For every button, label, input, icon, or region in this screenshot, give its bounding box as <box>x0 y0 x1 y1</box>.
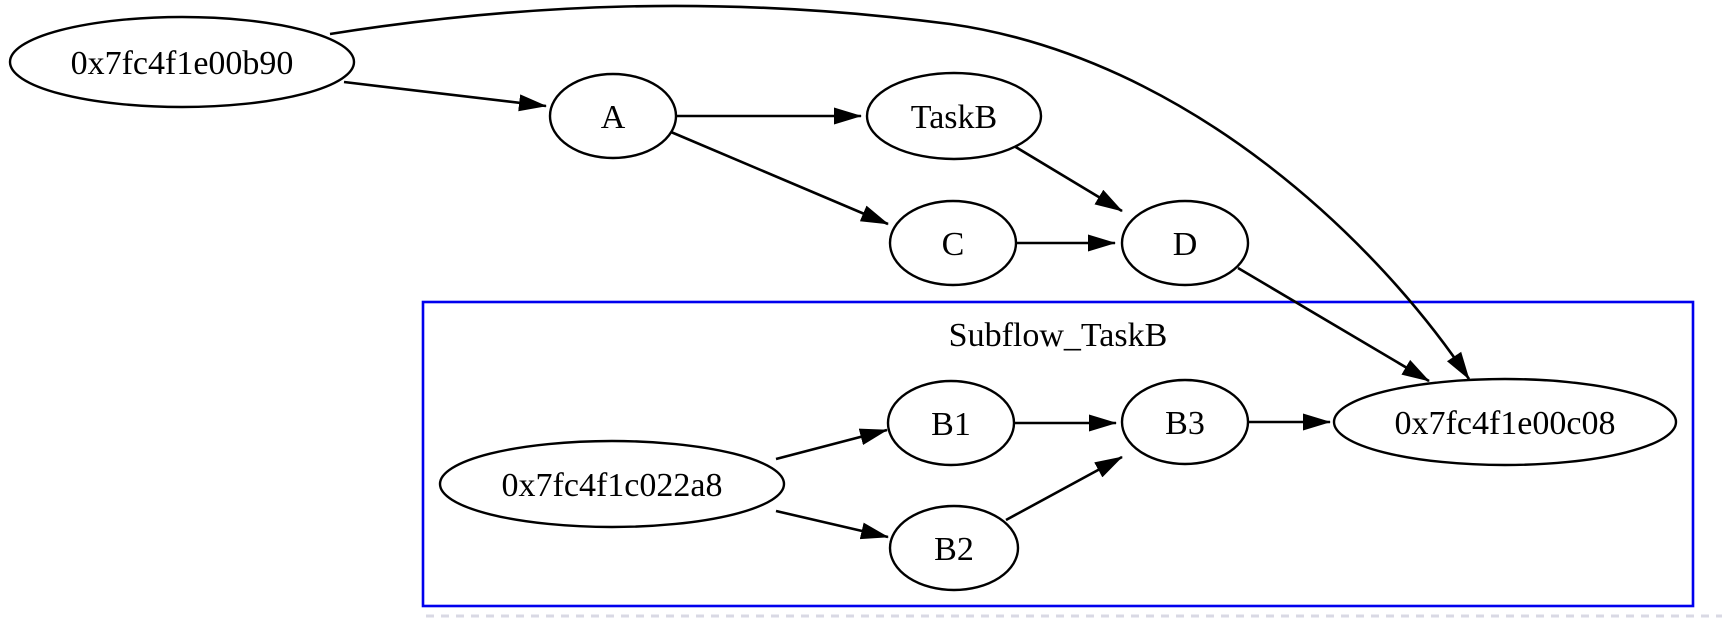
node-taskb-label: TaskB <box>911 99 997 136</box>
node-a22a8: 0x7fc4f1c022a8 <box>438 439 786 529</box>
node-c: C <box>888 199 1018 287</box>
node-b2: B2 <box>888 504 1020 592</box>
node-b3-ellipse <box>1120 378 1250 466</box>
node-c08-label: 0x7fc4f1e00c08 <box>1395 405 1616 442</box>
node-taskb-ellipse <box>865 71 1043 161</box>
node-b3: B3 <box>1120 378 1250 466</box>
edge-a22a8-to-b1 <box>775 428 888 461</box>
node-c-label: C <box>942 226 965 263</box>
node-b2-label: B2 <box>934 531 974 568</box>
node-b1-ellipse <box>886 379 1016 467</box>
node-taskb: TaskB <box>865 71 1043 161</box>
node-c-ellipse <box>888 199 1018 287</box>
node-layer: 0x7fc4f1e00b90 A TaskB C D 0x7fc4f1c022a <box>8 15 1678 592</box>
node-b90: 0x7fc4f1e00b90 <box>8 15 356 109</box>
node-a22a8-label: 0x7fc4f1c022a8 <box>502 467 723 504</box>
node-c08: 0x7fc4f1e00c08 <box>1332 377 1678 467</box>
subflow-cluster: Subflow_TaskB <box>421 300 1695 608</box>
node-d: D <box>1120 199 1250 287</box>
node-b3-label: B3 <box>1165 405 1205 442</box>
edge-a22a8-to-b2 <box>775 509 889 540</box>
edge-a-to-c <box>670 130 889 226</box>
node-b2-ellipse <box>888 504 1020 592</box>
node-d-label: D <box>1173 226 1198 263</box>
node-a-label: A <box>601 99 626 136</box>
node-a-ellipse <box>548 72 678 160</box>
node-d-ellipse <box>1120 199 1250 287</box>
node-a22a8-ellipse <box>438 439 786 529</box>
edge-taskb-to-d <box>1013 144 1123 213</box>
node-c08-ellipse <box>1332 377 1678 467</box>
edge-b90-to-a <box>343 80 547 112</box>
node-b90-label: 0x7fc4f1e00b90 <box>71 45 294 82</box>
subflow-cluster-label: Subflow_TaskB <box>949 317 1168 354</box>
subflow-cluster-box <box>421 300 1695 608</box>
edge-b2-to-b3 <box>1005 455 1123 522</box>
edge-layer <box>329 4 1471 540</box>
node-b90-ellipse <box>8 15 356 109</box>
node-b1: B1 <box>886 379 1016 467</box>
node-b1-label: B1 <box>931 406 971 443</box>
edge-d-to-c08 <box>1237 266 1430 383</box>
edge-b90-to-c08 <box>329 4 1471 380</box>
node-a: A <box>548 72 678 160</box>
